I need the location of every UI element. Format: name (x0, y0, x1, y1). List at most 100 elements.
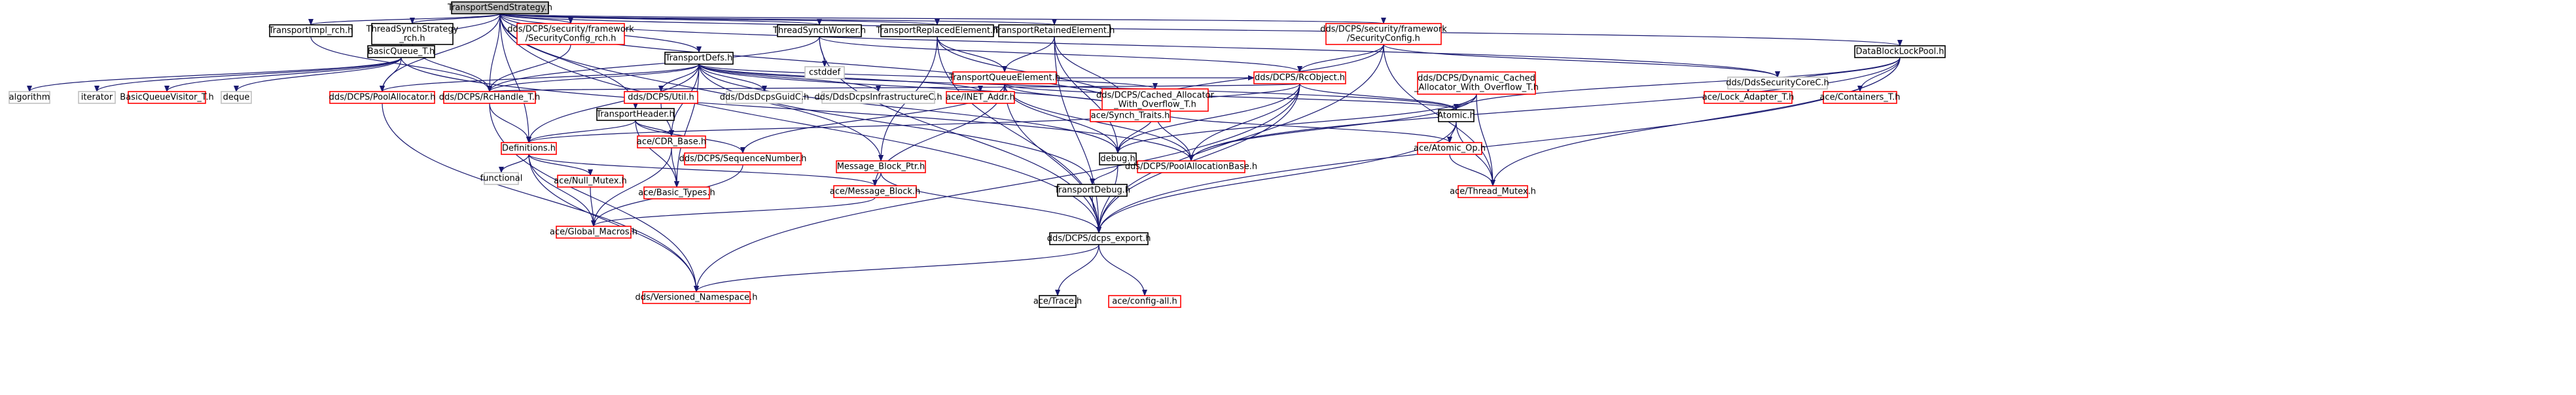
node-label: dds/DdsSecurityCoreC.h (1726, 78, 1829, 88)
edge-rco-to-debug (1115, 83, 1300, 154)
node-mbp[interactable]: Message_Block_Ptr.h (836, 160, 926, 173)
node-inet[interactable]: ace/INET_Addr.h (946, 91, 1015, 104)
node-cao[interactable]: dds/DCPS/Cached_Allocator_With_Overflow_… (1096, 88, 1215, 112)
node-cont[interactable]: ace/Containers_T.h (1819, 91, 1901, 104)
edge-bq-to-deque (234, 57, 402, 92)
node-nm[interactable]: ace/Null_Mutex.h (554, 175, 627, 188)
edge-rco-to-vn (694, 83, 1300, 292)
node-label: _Allocator_With_Overflow_T.h (1414, 83, 1539, 93)
edge-th-to-defs (526, 120, 636, 143)
node-pa[interactable]: dds/DCPS/PoolAllocator.h (329, 91, 436, 104)
edge-dca-to-pab (1189, 94, 1477, 162)
edge-cdr-to-gm (591, 147, 672, 227)
edge-cao-to-aop (1154, 111, 1452, 143)
node-bt[interactable]: ace/Basic_Types.h (638, 186, 715, 199)
node-cstddef[interactable]: cstddef (804, 66, 845, 79)
node-label: Definitions.h (502, 144, 556, 154)
edge-th-to-cdr (635, 120, 674, 137)
node-synch[interactable]: ace/Synch_Traits.h (1090, 109, 1171, 122)
edge-trte-to-debug (1054, 36, 1120, 154)
node-label: cstddef (809, 68, 841, 78)
node-atomic[interactable]: Atomic.h (1437, 109, 1475, 122)
edge-tdefs-to-pa (380, 63, 700, 92)
node-tdefs[interactable]: TransportDefs.h (664, 52, 734, 65)
node-bqv[interactable]: BasicQueueVisitor_T.h (120, 91, 214, 104)
node-label: ace/Lock_Adapter_T.h (1702, 93, 1794, 103)
edge-tdefs-to-rch (487, 63, 700, 92)
node-debug[interactable]: debug.h (1099, 152, 1137, 165)
node-box (371, 23, 454, 45)
node-box (1458, 185, 1528, 198)
node-tre[interactable]: TransportReplacedElement.h (876, 24, 999, 37)
node-label: Message_Block_Ptr.h (837, 162, 925, 172)
node-util[interactable]: dds/DCPS/Util.h (624, 91, 698, 104)
node-tm[interactable]: ace/Thread_Mutex.h (1450, 185, 1536, 198)
node-box (367, 45, 435, 58)
node-box (443, 91, 536, 104)
edge-defs-to-mb (528, 154, 878, 186)
node-functional[interactable]: functional (480, 172, 523, 185)
node-box (642, 291, 751, 304)
node-box (946, 91, 1015, 104)
node-algorithm[interactable]: algorithm (9, 91, 50, 104)
node-label: /SecurityConfig_rch.h (526, 34, 617, 44)
node-label: TransportRetainedElement.h (993, 26, 1115, 36)
edge-tdbg-to-export (1092, 196, 1101, 233)
dependency-nodes: TransportSendStrategy.hTransportImpl_rch… (9, 1, 1946, 308)
node-box (777, 24, 862, 37)
node-vn[interactable]: dds/Versioned_Namespace.h (635, 291, 758, 304)
node-dca[interactable]: dds/DCPS/Dynamic_Cached_Allocator_With_O… (1414, 71, 1539, 95)
edge-root-to-sfrch (499, 13, 573, 24)
node-dblp[interactable]: DataBlockLockPool.h (1854, 45, 1946, 58)
edge-root-to-defs (499, 13, 531, 143)
node-tqe[interactable]: TransportQueueElement.h (948, 71, 1060, 84)
node-trte[interactable]: TransportRetainedElement.h (993, 24, 1115, 37)
node-root[interactable]: TransportSendStrategy.h (447, 1, 552, 14)
node-box (1823, 91, 1897, 104)
node-rco[interactable]: dds/DCPS/RcObject.h (1253, 71, 1346, 84)
node-bq[interactable]: BasicQueue_T.h (367, 45, 435, 58)
node-sfc[interactable]: dds/DCPS/security/framework/SecurityConf… (1320, 23, 1447, 45)
node-tirch[interactable]: TransportImpl_rch.h (268, 24, 353, 37)
node-th[interactable]: TransportHeader.h (596, 108, 675, 121)
edge-rco-to-export (1096, 83, 1300, 233)
node-tdbg[interactable]: TransportDebug.h (1054, 184, 1130, 197)
node-box (484, 172, 519, 185)
edge-rco-to-atomic (1299, 83, 1459, 111)
node-pab[interactable]: dds/DCPS/PoolAllocationBase.h (1125, 160, 1257, 173)
node-sn[interactable]: dds/DCPS/SequenceNumber.h (679, 152, 807, 165)
node-iterator[interactable]: iterator (78, 91, 116, 104)
node-guid[interactable]: dds/DdsDcpsGuidC.h (720, 91, 810, 104)
node-trace[interactable]: ace/Trace.h (1033, 295, 1082, 308)
node-tsrch[interactable]: ThreadSynchStrategy_rch.h (366, 23, 459, 45)
node-mb[interactable]: ace/Message_Block.h (830, 185, 921, 198)
node-rch[interactable]: dds/DCPS/RcHandle_T.h (439, 91, 541, 104)
edge-export-to-trace (1055, 244, 1100, 296)
node-box (556, 226, 632, 239)
edge-dblp-to-cont (1857, 57, 1901, 92)
node-label: TransportReplacedElement.h (876, 26, 999, 36)
node-box (516, 23, 625, 45)
node-export[interactable]: dds/DCPS/dcps_export.h (1047, 232, 1151, 245)
node-defs[interactable]: Definitions.h (501, 142, 557, 155)
node-deque[interactable]: deque (221, 91, 252, 104)
node-box (1108, 295, 1181, 308)
node-box (1039, 295, 1077, 308)
node-label: debug.h (1100, 154, 1135, 164)
node-label: algorithm (9, 93, 50, 103)
node-tsw[interactable]: ThreadSynchWorker.h (772, 24, 866, 37)
node-gm[interactable]: ace/Global_Macros.h (550, 226, 637, 239)
node-sfrch[interactable]: dds/DCPS/security/framework/SecurityConf… (507, 23, 634, 45)
edge-defs-to-nm (528, 154, 593, 176)
edge-dblp-to-pab (1189, 57, 1901, 162)
node-config[interactable]: ace/config-all.h (1108, 295, 1181, 308)
node-dsc[interactable]: dds/DdsSecurityCoreC.h (1726, 77, 1829, 90)
node-label: dds/DCPS/Cached_Allocator (1096, 91, 1215, 101)
node-box (1854, 45, 1946, 58)
edge-defs-to-functional (499, 154, 529, 173)
node-infra[interactable]: dds/DdsDcpsInfrastructureC.h (814, 91, 942, 104)
node-label: dds/DdsDcpsInfrastructureC.h (814, 93, 942, 103)
node-aop[interactable]: ace/Atomic_Op.h (1414, 142, 1486, 155)
node-cdr[interactable]: ace/CDR_Base.h (637, 135, 706, 148)
node-lock[interactable]: ace/Lock_Adapter_T.h (1702, 91, 1794, 104)
